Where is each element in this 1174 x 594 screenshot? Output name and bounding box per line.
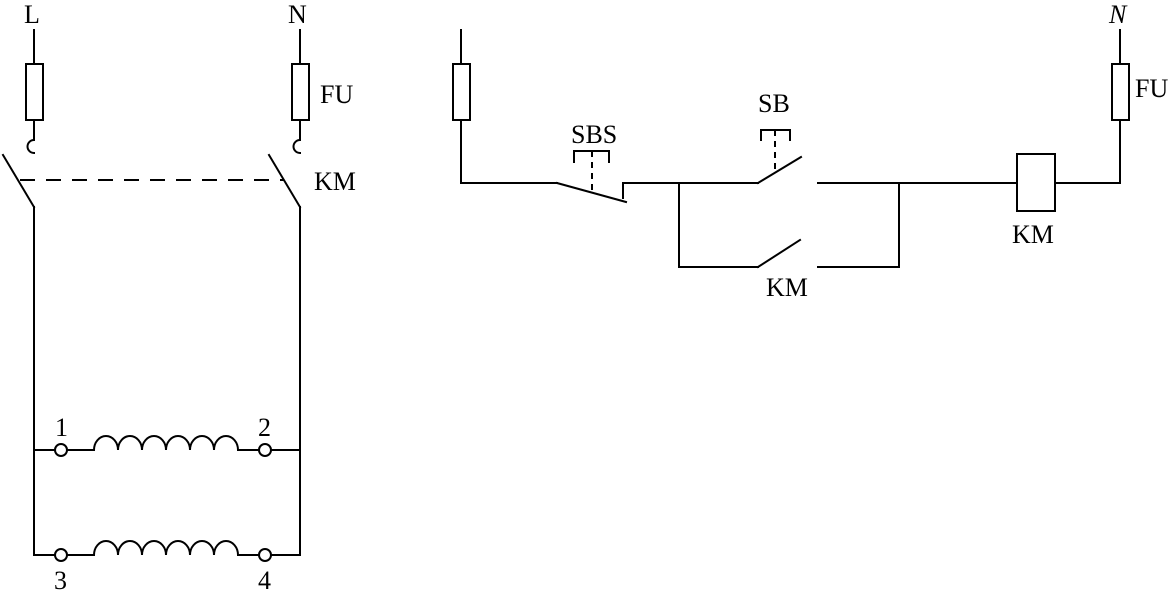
stop-button-label: SBS xyxy=(571,120,617,149)
km-main-contact-n xyxy=(267,153,302,209)
contactor-main-label: KM xyxy=(314,167,356,196)
stop-button-contact xyxy=(555,181,628,204)
terminal-1-label: 1 xyxy=(55,413,68,442)
terminal-4-label: 4 xyxy=(258,566,271,594)
start-button-head xyxy=(760,129,791,141)
winding-3-4: 3 4 xyxy=(33,540,301,594)
terminal-4 xyxy=(258,548,272,562)
start-button-sb: SB xyxy=(756,89,803,185)
terminal-2-label: 2 xyxy=(258,413,271,442)
control-fuse-right xyxy=(1111,63,1130,121)
contact-hook-n xyxy=(292,138,302,155)
holding-contact-label: KM xyxy=(766,273,808,302)
control-circuit: SBS SB KM KM N FU xyxy=(452,0,1168,302)
line-label: L xyxy=(24,0,40,29)
control-fuse-label: FU xyxy=(1135,74,1168,103)
fuse-n xyxy=(291,63,310,121)
terminal-3 xyxy=(54,548,68,562)
neutral-label: N xyxy=(288,0,307,29)
coil-label: KM xyxy=(1012,220,1054,249)
contact-hook-l xyxy=(26,138,36,155)
terminal-3-label: 3 xyxy=(54,566,67,594)
coil-winding-top xyxy=(92,435,240,452)
power-circuit: L N FU KM 1 2 xyxy=(1,0,356,594)
fuse-label: FU xyxy=(320,80,353,109)
holding-contact-km: KM xyxy=(678,182,900,302)
control-neutral-label: N xyxy=(1108,0,1128,29)
holding-contact-blade xyxy=(756,238,802,269)
control-fuse-left xyxy=(452,63,471,121)
fuse-l xyxy=(25,63,44,121)
start-button-contact xyxy=(756,155,803,185)
km-main-contact-l xyxy=(1,153,36,209)
contactor-coil-km xyxy=(1016,153,1056,212)
stop-button-head xyxy=(573,150,610,163)
stop-button-sbs: SBS xyxy=(555,120,628,204)
winding-1-2: 1 2 xyxy=(33,413,301,457)
terminal-2 xyxy=(258,443,272,457)
start-button-label: SB xyxy=(758,89,790,118)
terminal-1 xyxy=(54,443,68,457)
coil-winding-bottom xyxy=(92,540,240,557)
